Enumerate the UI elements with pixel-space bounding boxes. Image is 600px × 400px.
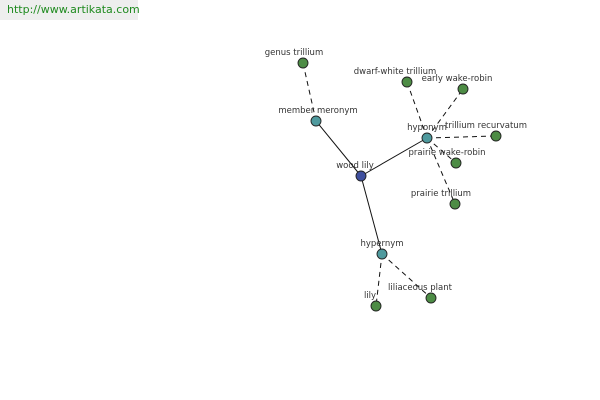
watermark-bar: http://www.artikata.com bbox=[0, 0, 140, 20]
edge-hyponym-to-prairie-trillium bbox=[426, 137, 456, 205]
node-label-prairie-trillium: prairie trillium bbox=[411, 189, 471, 199]
node-wood-lily[interactable] bbox=[355, 170, 367, 182]
edge-hyponym-to-early-wake-robin bbox=[426, 88, 464, 139]
node-label-liliaceous-plant: liliaceous plant bbox=[388, 283, 453, 293]
node-genus-trillium[interactable] bbox=[297, 57, 309, 69]
edge-hyponym-to-trillium-recurvatum bbox=[426, 135, 497, 139]
node-member-meronym[interactable] bbox=[310, 115, 322, 127]
node-prairie-trillium[interactable] bbox=[449, 198, 461, 210]
edge-hypernym-to-liliaceous-plant bbox=[381, 253, 432, 299]
node-lily[interactable] bbox=[370, 300, 382, 312]
nodes-layer bbox=[297, 57, 502, 312]
edge-hypernym-to-lily bbox=[375, 253, 383, 307]
edge-hyponym-to-prairie-wake-robin bbox=[426, 137, 457, 164]
node-hyponym[interactable] bbox=[421, 132, 433, 144]
node-early-wake-robin[interactable] bbox=[457, 83, 469, 95]
edge-member-meronym-to-genus-trillium bbox=[302, 62, 317, 122]
node-label-prairie-wake-robin: prairie wake-robin bbox=[409, 148, 486, 158]
node-label-hypernym: hypernym bbox=[360, 239, 403, 249]
watermark-url[interactable]: http://www.artikata.com bbox=[7, 3, 140, 16]
node-prairie-wake-robin[interactable] bbox=[450, 157, 462, 169]
node-label-trillium-recurvatum: trillium recurvatum bbox=[445, 121, 527, 131]
edge-wood-lily-to-member-meronym bbox=[315, 120, 362, 177]
node-dwarf-white-trillium[interactable] bbox=[401, 76, 413, 88]
node-liliaceous-plant[interactable] bbox=[425, 292, 437, 304]
edge-wood-lily-to-hypernym bbox=[360, 175, 383, 255]
node-label-member-meronym: member meronym bbox=[278, 106, 357, 116]
node-hypernym[interactable] bbox=[376, 248, 388, 260]
node-trillium-recurvatum[interactable] bbox=[490, 130, 502, 142]
node-label-early-wake-robin: early wake-robin bbox=[422, 74, 493, 84]
node-label-lily: lily bbox=[364, 291, 376, 301]
node-label-genus-trillium: genus trillium bbox=[265, 48, 323, 58]
node-label-wood-lily: wood lily bbox=[336, 161, 374, 171]
labels-layer: wood lily member meronym hyponym hypernym ge… bbox=[265, 48, 527, 301]
node-label-hyponym: hyponym bbox=[407, 123, 447, 133]
node-label-dwarf-white-trillium: dwarf-white trillium bbox=[354, 67, 437, 77]
edge-wood-lily-to-hyponym bbox=[360, 137, 428, 177]
edge-hyponym-to-dwarf-white-trillium bbox=[406, 81, 428, 139]
edges-layer bbox=[302, 62, 497, 307]
